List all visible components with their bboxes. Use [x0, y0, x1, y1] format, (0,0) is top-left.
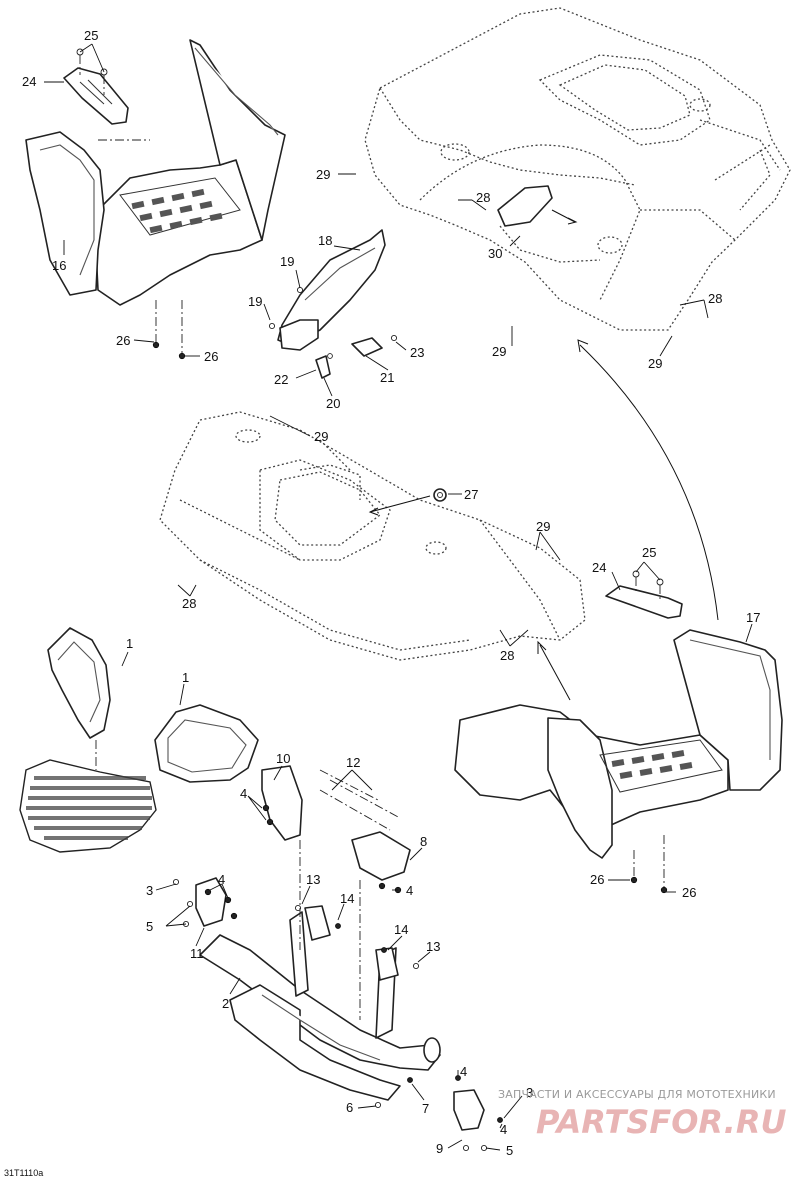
- diagram-id: 31T1110a: [4, 1168, 43, 1178]
- rear-fender: [364, 7, 791, 331]
- callout-leaders: [44, 43, 753, 1151]
- callout-30: 30: [488, 246, 502, 261]
- callout-18: 18: [318, 233, 332, 248]
- callout-2: 2: [222, 996, 229, 1011]
- callout-5: 5: [506, 1143, 513, 1158]
- front-bumper: [195, 765, 485, 1131]
- callout-9: 9: [436, 1141, 443, 1156]
- callout-5: 5: [146, 919, 153, 934]
- callout-28: 28: [182, 596, 196, 611]
- callout-11: 11: [190, 946, 204, 961]
- callout-26: 26: [116, 333, 130, 348]
- step-plate-right: [605, 585, 683, 619]
- left-footwell: [25, 39, 286, 306]
- callout-4: 4: [500, 1122, 507, 1137]
- callout-21: 21: [380, 370, 394, 385]
- callout-4: 4: [218, 872, 225, 887]
- callout-14: 14: [394, 922, 408, 937]
- callout-22: 22: [274, 372, 288, 387]
- callout-26: 26: [204, 349, 218, 364]
- callout-6: 6: [346, 1100, 353, 1115]
- callout-labels: 25 24 16 26 26 29 28 30 18 19 19 23 22 2…: [22, 28, 760, 1158]
- callout-4: 4: [460, 1064, 467, 1079]
- callout-29: 29: [314, 429, 328, 444]
- callout-27: 27: [464, 487, 478, 502]
- callout-17: 17: [746, 610, 760, 625]
- watermark-brand: PARTSFOR.RU: [536, 1103, 786, 1141]
- callout-28: 28: [708, 291, 722, 306]
- callout-16: 16: [52, 258, 66, 273]
- right-footwell: [454, 629, 783, 859]
- callout-1: 1: [182, 670, 189, 685]
- callout-10: 10: [276, 751, 290, 766]
- callout-12: 12: [346, 755, 360, 770]
- callout-23: 23: [410, 345, 424, 360]
- grille: [19, 759, 157, 853]
- callout-14: 14: [340, 891, 354, 906]
- callout-1: 1: [126, 636, 133, 651]
- callout-13: 13: [426, 939, 440, 954]
- side-panel-left: [47, 627, 111, 739]
- front-fender: [159, 411, 586, 661]
- callout-3: 3: [146, 883, 153, 898]
- callout-4: 4: [240, 786, 247, 801]
- callout-25: 25: [642, 545, 656, 560]
- callout-28: 28: [476, 190, 490, 205]
- watermark-tagline: ЗАПЧАСТИ И АКСЕССУАРЫ ДЛЯ МОТОТЕХНИКИ: [498, 1088, 776, 1101]
- bracket-assembly: [268, 229, 398, 379]
- side-panel-right: [154, 704, 259, 783]
- plug: [433, 488, 447, 502]
- callout-26: 26: [682, 885, 696, 900]
- callout-7: 7: [422, 1101, 429, 1116]
- fasteners: [172, 804, 503, 1152]
- callout-19: 19: [280, 254, 294, 269]
- callout-29: 29: [316, 167, 330, 182]
- callout-19: 19: [248, 294, 262, 309]
- callout-4: 4: [406, 883, 413, 898]
- callout-8: 8: [420, 834, 427, 849]
- callout-24: 24: [592, 560, 606, 575]
- callout-25: 25: [84, 28, 98, 43]
- callout-29: 29: [492, 344, 506, 359]
- footwell-treads-right: [599, 739, 723, 793]
- rear-fender-pad: [497, 185, 553, 227]
- callout-3: 3: [526, 1085, 533, 1100]
- callout-29: 29: [648, 356, 662, 371]
- callout-20: 20: [326, 396, 340, 411]
- callout-29: 29: [536, 519, 550, 534]
- footwell-treads: [119, 177, 241, 236]
- callout-28: 28: [500, 648, 514, 663]
- callout-13: 13: [306, 872, 320, 887]
- callout-26: 26: [590, 872, 604, 887]
- callout-24: 24: [22, 74, 36, 89]
